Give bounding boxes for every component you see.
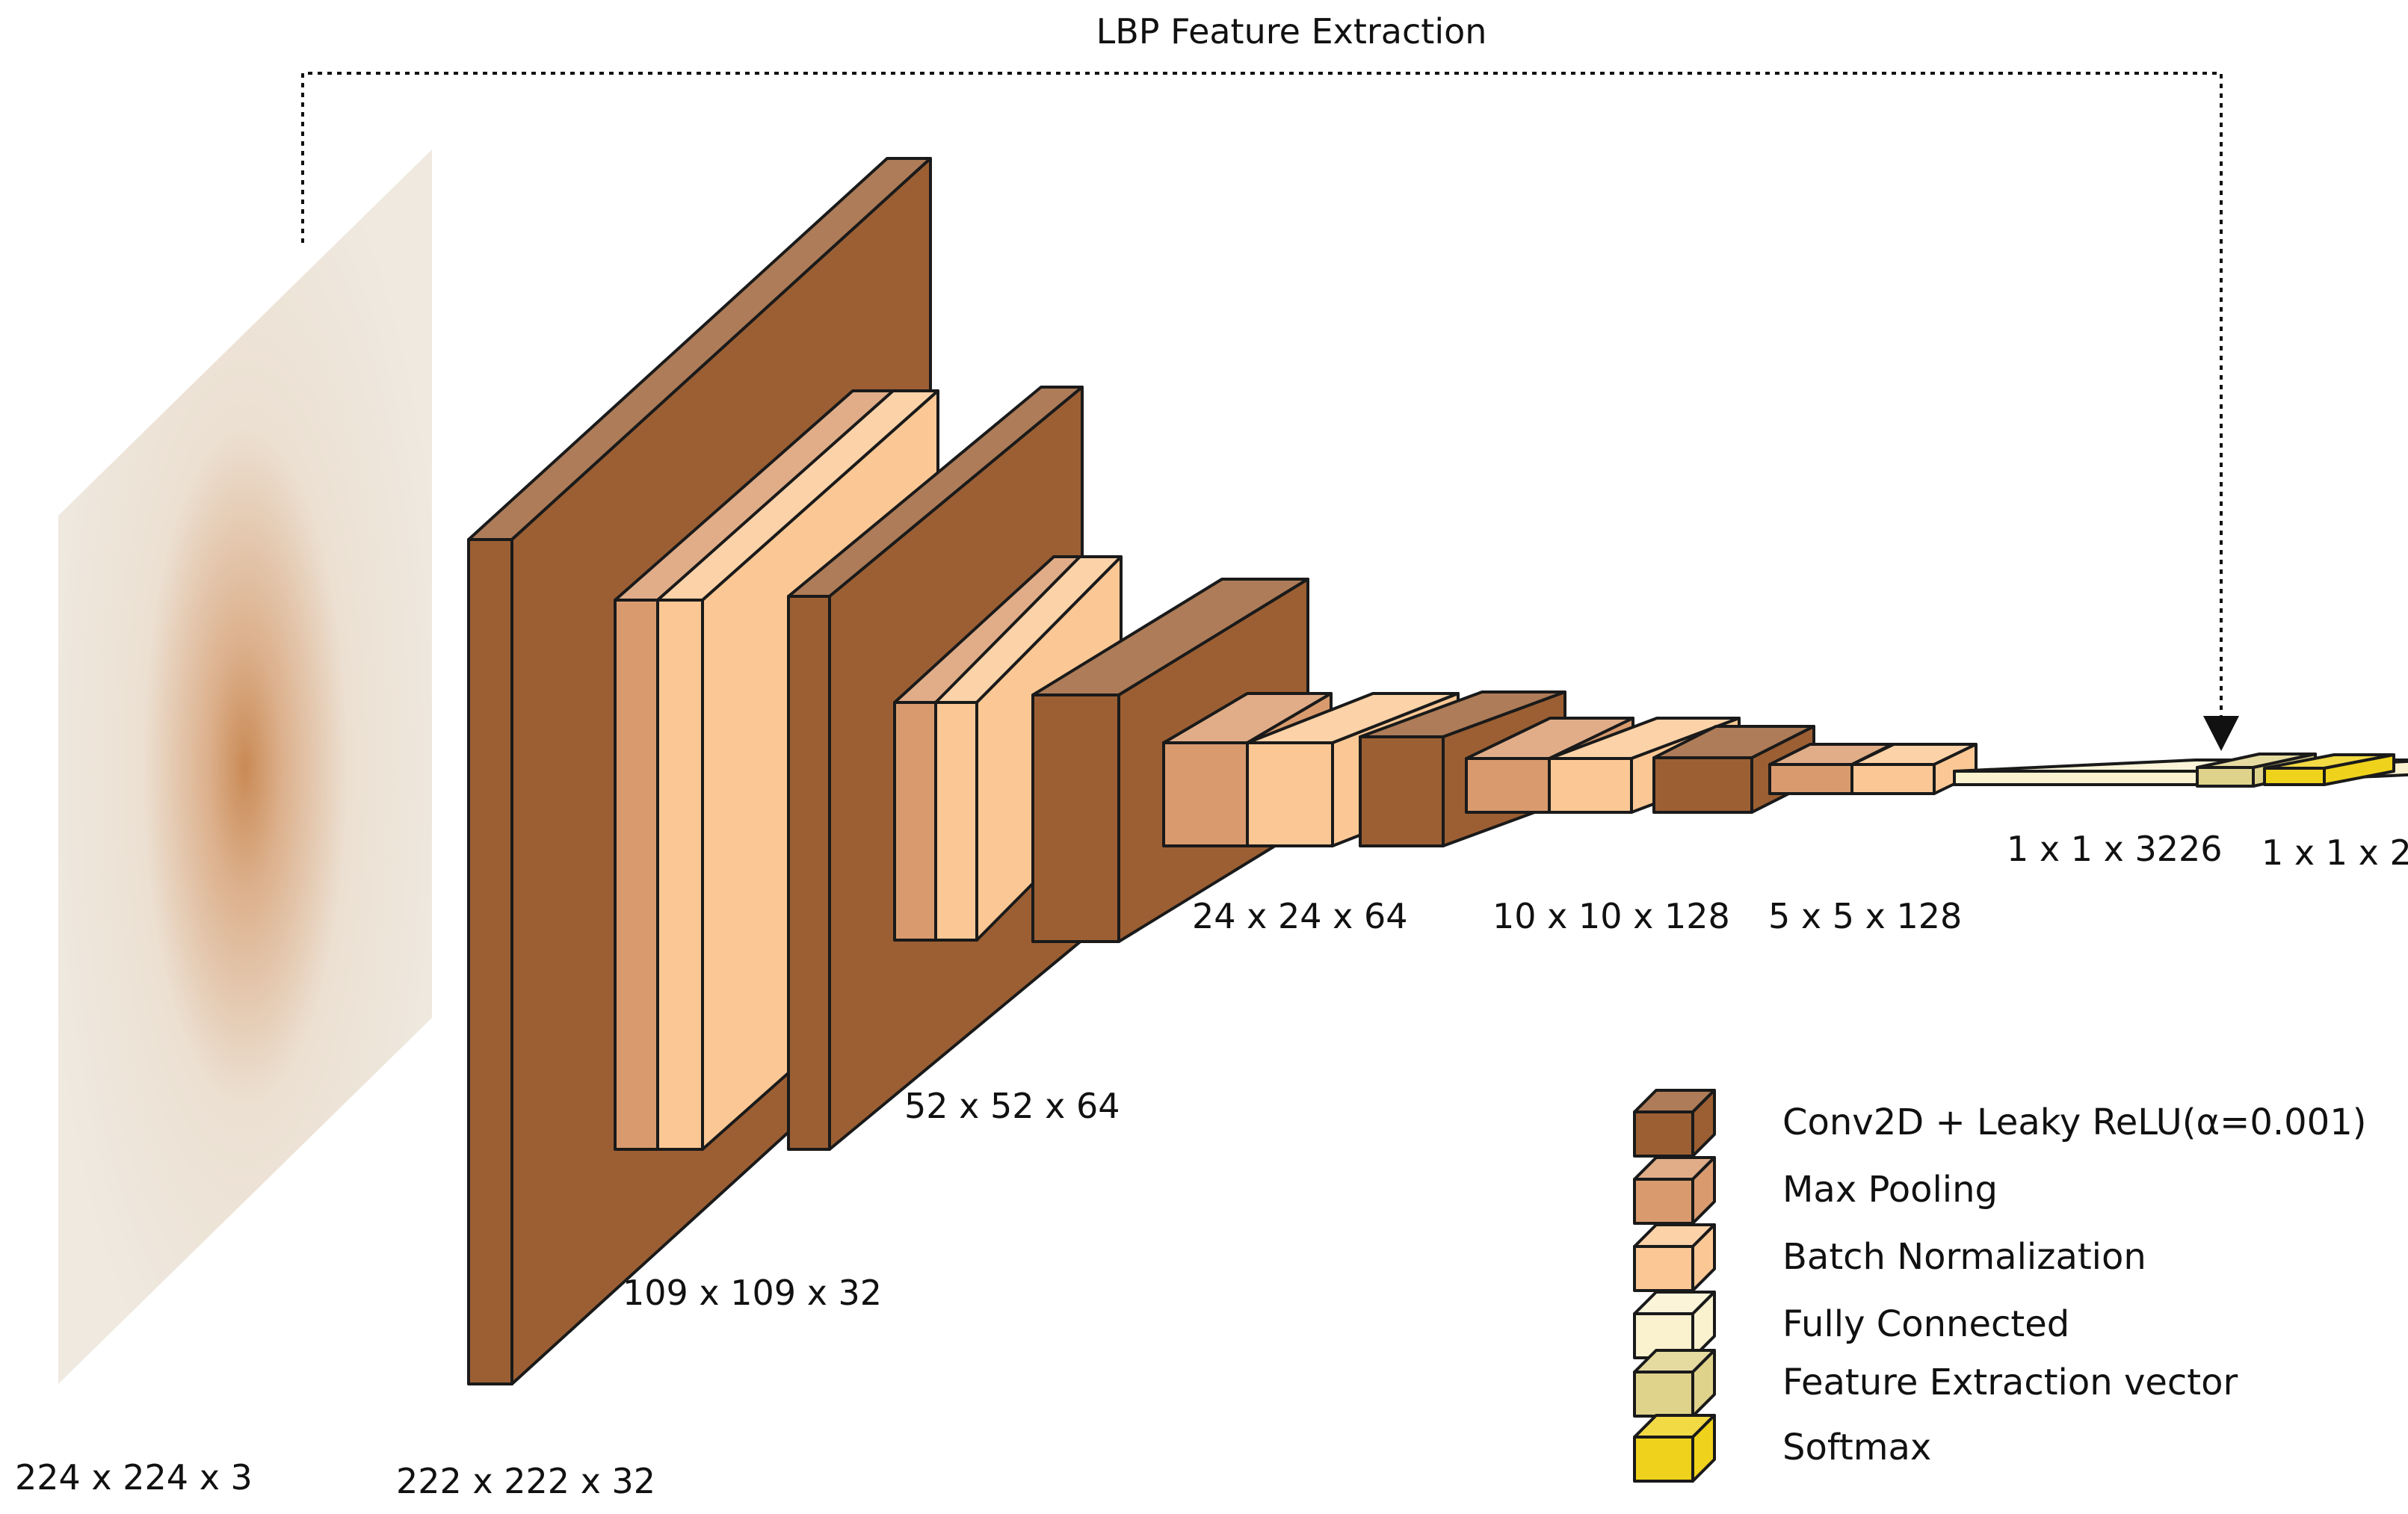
legend-label-maxpool: Max Pooling [1782,1169,1998,1211]
conv3-block-front-face [1031,693,1120,943]
conv5-block-front-face [1652,756,1753,814]
input-dimension-label: 224 x 224 x 3 [15,1457,253,1498]
batchnorm2-block-front-face [934,701,978,942]
batchnorm1-block-front-face [656,599,704,1151]
lbp-arrowhead-icon [2203,716,2239,751]
legend-swatch-fully_connected [1633,1291,1716,1359]
legend-swatch-batchnorm-front-face [1633,1245,1694,1292]
legend-label-fully-connected: Fully Connected [1782,1303,2069,1345]
batchnorm3-block-front-face [1246,741,1334,847]
lbp-feature-extraction-title: LBP Feature Extraction [1096,11,1487,52]
dim-label-1x1x3226: 1 x 1 x 3226 [2007,829,2223,869]
legend-swatch-feature_vector-front-face [1633,1371,1694,1418]
legend-swatch-maxpool-side-face [1691,1156,1716,1225]
legend-swatches [1633,1089,1716,1483]
dim-label-5x5x128: 5 x 5 x 128 [1768,896,1962,936]
legend-label-feature-vector: Feature Extraction vector [1782,1362,2238,1403]
input-image [58,149,432,1384]
legend-label-softmax: Softmax [1782,1427,1931,1468]
legend-label-conv: Conv2D + Leaky ReLU(α=0.001) [1782,1101,2366,1143]
lbp-dotted-path [301,72,2223,716]
legend-swatch-conv-side-face [1691,1089,1716,1158]
legend-swatch-fully_connected-side-face [1691,1291,1716,1359]
network-layers [467,157,2408,1385]
legend-swatch-conv [1633,1089,1716,1158]
batchnorm5-block-front-face [1850,763,1936,795]
dim-label-222x222x32: 222 x 222 x 32 [396,1461,655,1501]
legend-swatch-softmax-side-face [1691,1414,1716,1483]
maxpool2-block-front-face [893,701,937,942]
legend-swatch-maxpool [1633,1156,1716,1225]
legend-swatch-feature_vector-side-face [1691,1349,1716,1418]
softmax-block [2263,753,2395,786]
maxpool4-block-front-face [1465,757,1551,814]
maxpool1-block-front-face [614,599,659,1151]
dim-label-52x52x64: 52 x 52 x 64 [904,1086,1120,1126]
legend-swatch-conv-front-face [1633,1110,1694,1158]
legend-swatch-batchnorm-side-face [1691,1223,1716,1292]
softmax-block-front-face [2263,767,2326,786]
dim-label-109x109x32: 109 x 109 x 32 [623,1273,882,1313]
input-image-plane [58,149,432,1384]
legend-swatch-maxpool-front-face [1633,1178,1694,1225]
feature-vector-block-front-face [2196,766,2255,788]
legend-swatch-softmax [1633,1414,1716,1483]
legend-swatch-feature_vector [1633,1349,1716,1418]
batchnorm5-block [1850,743,1978,795]
maxpool3-block-front-face [1162,741,1249,847]
dim-label-1x1x2: 1 x 1 x 2 [2262,832,2408,873]
legend-swatch-softmax-front-face [1633,1436,1694,1483]
fully-connected-block-front-face [1953,770,2199,786]
batchnorm4-block-front-face [1548,757,1633,814]
conv1-block-front-face [467,538,513,1385]
dim-label-10x10x128: 10 x 10 x 128 [1492,896,1730,936]
legend-label-batchnorm: Batch Normalization [1782,1236,2146,1278]
softmax-block-side-face [2323,753,2395,786]
dimension-labels: 222 x 222 x 32 109 x 109 x 32 52 x 52 x … [396,829,2408,1501]
legend-swatch-batchnorm [1633,1223,1716,1292]
legend: Conv2D + Leaky ReLU(α=0.001) Max Pooling… [1633,1089,2366,1483]
maxpool5-block-front-face [1768,763,1853,795]
lbp-feature-extraction-connector [301,72,2239,751]
conv4-block-front-face [1359,735,1445,847]
conv2-block-front-face [787,595,831,1151]
dim-label-24x24x64: 24 x 24 x 64 [1192,896,1408,936]
